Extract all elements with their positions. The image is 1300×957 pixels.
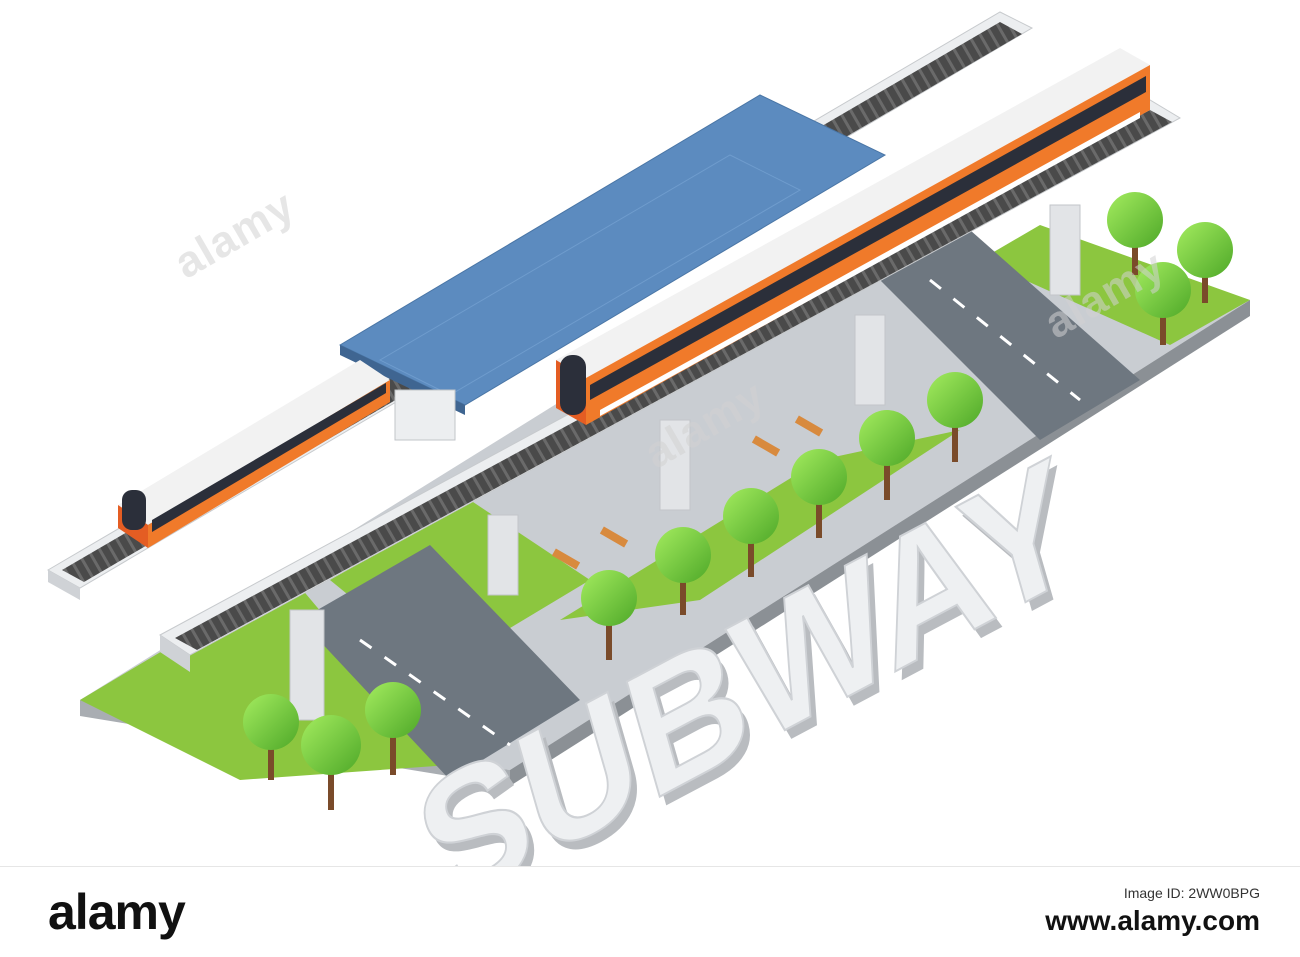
site-link[interactable]: www.alamy.com bbox=[1045, 905, 1260, 936]
back-train bbox=[118, 360, 390, 548]
front-train bbox=[556, 48, 1150, 425]
footer-info: Image ID: 2WW0BPG www.alamy.com bbox=[1045, 885, 1260, 937]
footer-bar: alamy Image ID: 2WW0BPG www.alamy.com bbox=[0, 866, 1300, 957]
trees bbox=[243, 192, 1233, 810]
benches bbox=[551, 415, 824, 570]
footer-logo[interactable]: alamy bbox=[48, 884, 186, 940]
station-roof bbox=[338, 94, 887, 441]
subway-illustration: SUBWAY SUBWAY bbox=[46, 11, 1250, 866]
viaduct-pillars bbox=[289, 204, 1081, 721]
image-id: Image ID: 2WW0BPG bbox=[1123, 885, 1260, 901]
